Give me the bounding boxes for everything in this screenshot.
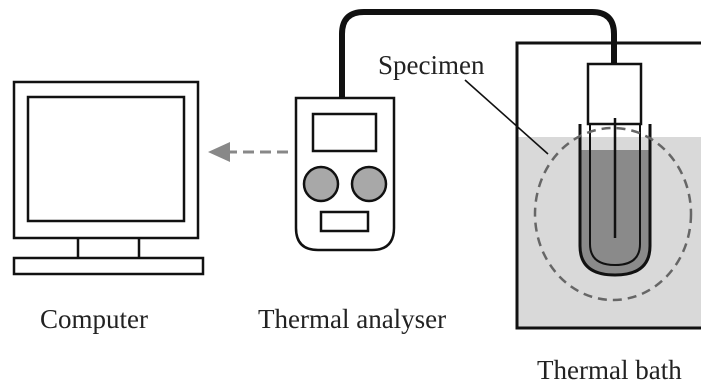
keyboard [12,256,205,276]
tube-outline [578,124,652,277]
bath-container [515,41,701,330]
thermal-analyser-icon [294,96,396,252]
highlight-circle [533,126,693,302]
probe-cable [339,9,617,98]
thermal-analyser-label: Thermal analyser [258,304,447,334]
specimen-label: Specimen [378,50,485,80]
analyser-knob-left [302,165,340,203]
monitor-screen [26,95,186,223]
data-arrow [208,142,288,162]
probe-holder [586,62,643,126]
computer-icon [12,80,205,276]
tube-inner-wall [589,124,641,267]
thermal-bath-label: Thermal bath [537,355,682,385]
analyser-slot [319,210,370,233]
analyser-display [311,112,378,153]
computer-label: Computer [40,304,148,334]
analyser-knob-right [350,165,388,203]
test-tube [578,118,652,277]
specimen-leader-line [464,79,549,155]
